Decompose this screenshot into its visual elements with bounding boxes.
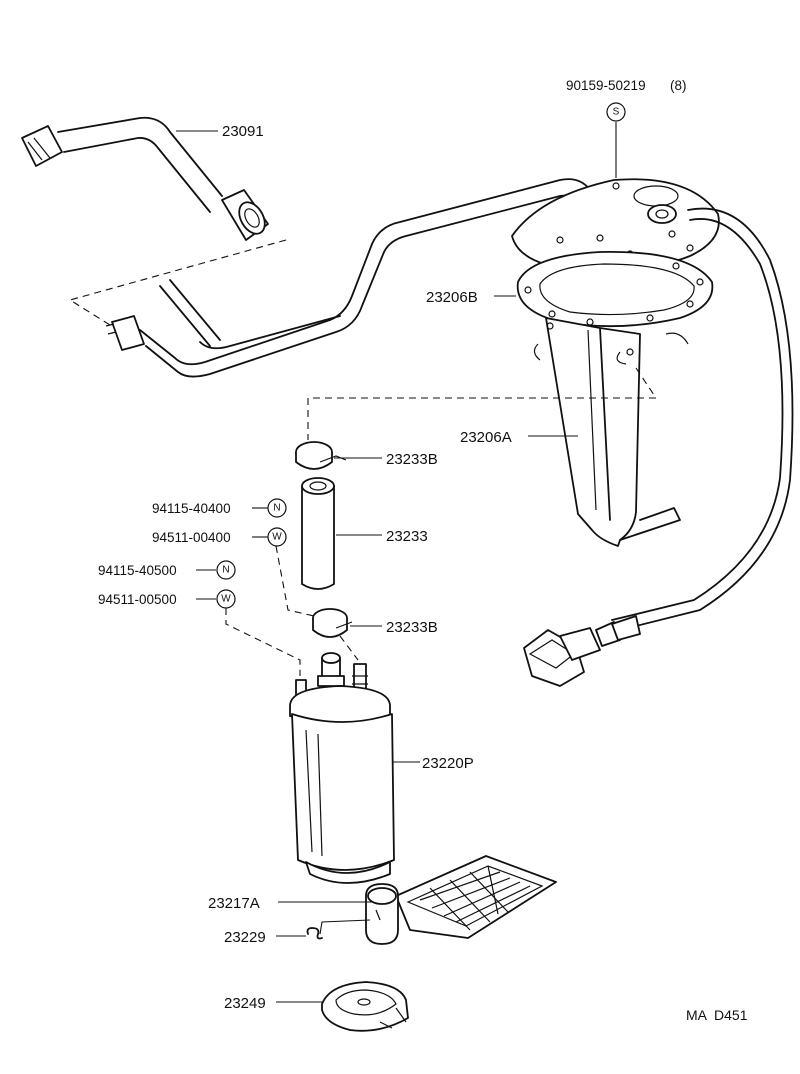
label-nut-2: 94115-40500 [98,563,177,578]
outlet-hose-drawing [21,116,269,241]
connection-dash-nut-2 [225,608,301,676]
label-23233: 23233 [386,528,428,545]
label-23206A: 23206A [460,429,512,446]
svg-text:N: N [222,565,229,576]
cushion-drawing [321,981,409,1032]
symbol-w-1: W [267,527,287,547]
svg-text:S: S [613,107,620,118]
symbol-s: S [606,102,626,122]
svg-text:W: W [221,594,231,605]
fuel-pump-drawing [289,652,395,884]
label-23229: 23229 [224,929,266,946]
connection-dash-bracket-side [635,367,657,399]
label-23233B-upper: 23233B [386,451,438,468]
label-23217A: 23217A [208,895,260,912]
svg-text:W: W [272,532,282,543]
connection-dash-bracket [307,397,656,440]
label-23233B-lower: 23233B [386,619,438,636]
diagram-code: MA D451 [686,1007,748,1023]
label-bolt: 90159-50219 [566,78,646,93]
label-washer-1: 94511-00400 [152,530,231,545]
label-23249: 23249 [224,995,266,1012]
clip-drawing [306,919,371,940]
connection-dash-nut-1 [275,545,315,617]
connection-dash-clamp [339,635,359,661]
harness-connector-drawing [523,615,641,687]
connection-dash-hose [68,239,287,331]
clamp-lower-drawing [312,608,353,638]
label-23091: 23091 [222,123,264,140]
fuel-hose-drawing [301,477,335,590]
label-washer-2: 94511-00500 [98,592,177,607]
svg-text:N: N [273,503,280,514]
label-23206B: 23206B [426,289,478,306]
symbol-w-2: W [216,589,236,609]
sender-gage-drawing [511,178,794,631]
label-bolt-qty: (8) [670,78,687,93]
symbol-n-2: N [216,560,236,580]
label-23220P: 23220P [422,755,474,772]
fuel-strainer-drawing [365,855,557,945]
label-nut-1: 94115-40400 [152,501,231,516]
symbol-n-1: N [267,498,287,518]
clamp-upper-drawing [295,441,347,470]
